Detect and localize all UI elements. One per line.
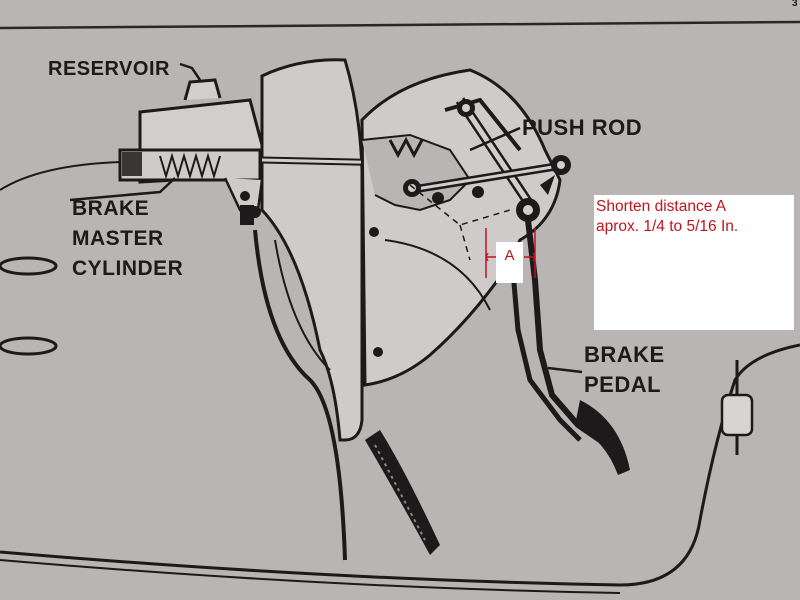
brake-line-fitting	[720, 360, 754, 455]
reservoir-label: RESERVOIR	[48, 58, 170, 80]
brake-pedal-pad	[575, 400, 630, 475]
page-corner-mark: 3	[791, 0, 798, 9]
annotation-note-line: Shorten distance A	[596, 198, 727, 215]
brake-master-cylinder-label-line: MASTER	[72, 227, 164, 250]
clutch-pedal-pad	[365, 430, 440, 555]
brake-master-cylinder-label-line: BRAKE	[72, 197, 150, 220]
hose-loop-lower	[0, 336, 58, 356]
master-cylinder	[118, 98, 264, 225]
reservoir-cap	[179, 62, 222, 101]
brake-master-cylinder-label-line: CYLINDER	[72, 257, 184, 280]
push-rod-leader	[469, 126, 521, 152]
pedal-bracket	[360, 68, 571, 387]
hose-loop-upper	[0, 256, 58, 276]
brake-line-right	[0, 343, 800, 587]
brake-pedal-leader	[547, 366, 583, 374]
dimension-a-marks	[485, 228, 536, 278]
brake-pedal-label: BRAKE PEDAL	[584, 340, 665, 400]
master-cylinder-leader	[69, 177, 176, 202]
brake-pedal-arm	[509, 219, 630, 475]
brake-master-cylinder-label: BRAKE MASTER CYLINDER	[72, 194, 183, 284]
annotation-note-line: aprox. 1/4 to 5/16 In.	[596, 218, 739, 235]
brake-pedal-label-line: BRAKE	[584, 342, 665, 367]
annotation-note: Shorten distance A aprox. 1/4 to 5/16 In…	[594, 195, 794, 330]
brake-line-left	[0, 161, 121, 191]
dimension-a-label: A	[496, 242, 523, 283]
brake-pedal-label-line: PEDAL	[584, 372, 662, 397]
firewall-panel	[253, 58, 364, 561]
push-rod-label: PUSH ROD	[522, 115, 643, 140]
page-rule-line	[0, 20, 800, 30]
